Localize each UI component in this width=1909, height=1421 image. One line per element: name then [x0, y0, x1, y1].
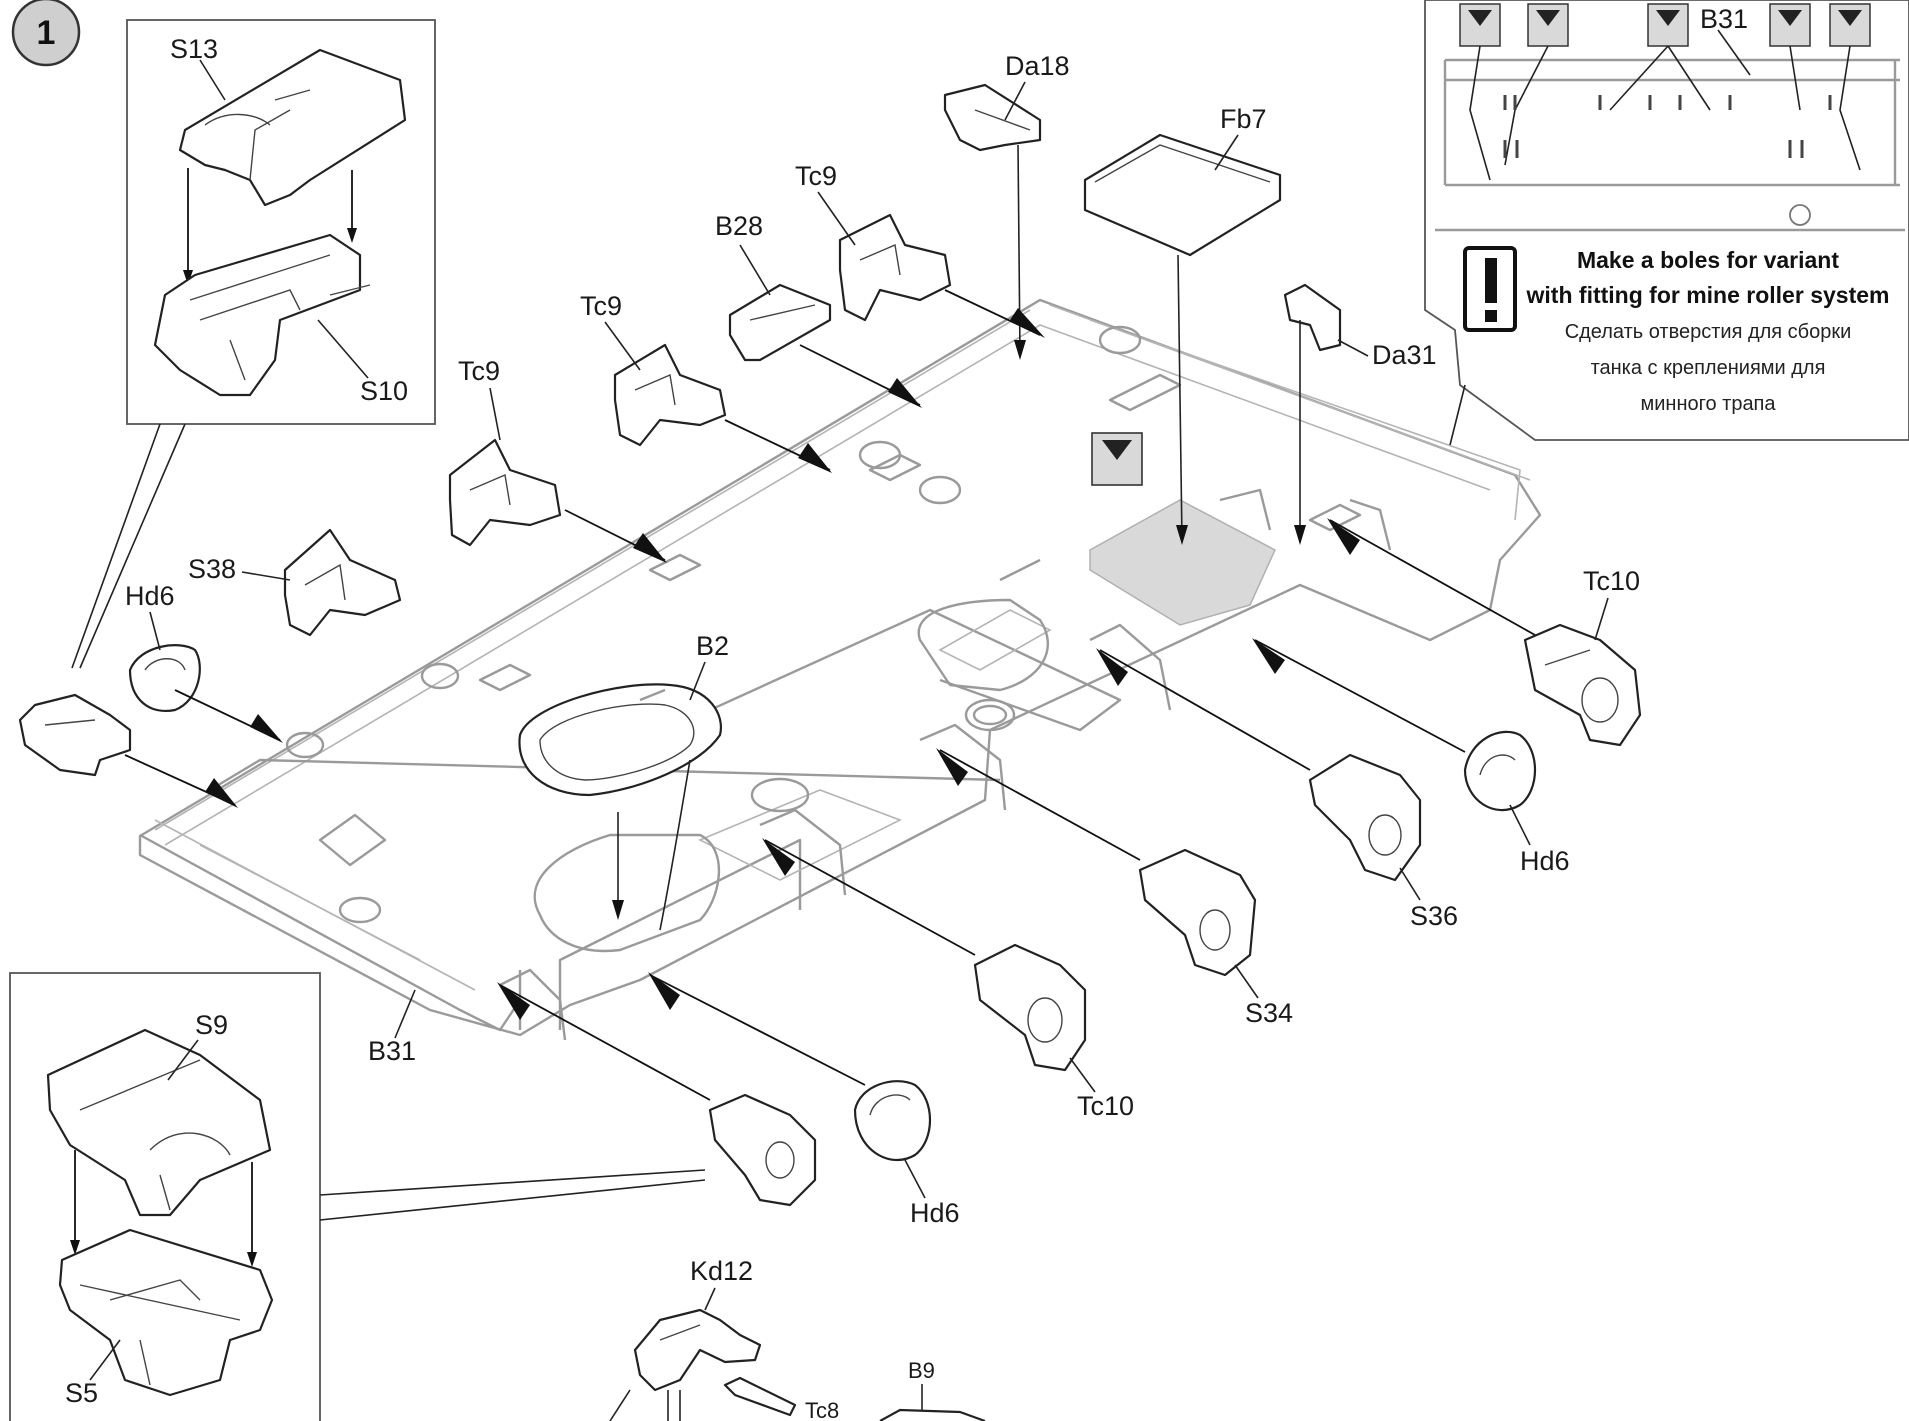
part-hd6-mid: Hd6 — [648, 972, 960, 1228]
part-tc10-mid: Tc10 — [762, 838, 1134, 1121]
note-ru-line2: танка с креплениями для — [1591, 357, 1826, 379]
part-hd6-left: Hd6 — [125, 581, 283, 743]
part-s34: S34 — [936, 748, 1293, 1028]
drill-marker-icon — [1459, 3, 1501, 47]
label-tc8: Tc8 — [805, 1398, 839, 1421]
label-kd12: Kd12 — [690, 1256, 753, 1286]
label-tc10-right: Tc10 — [1583, 566, 1640, 596]
part-b2: B2 — [518, 631, 729, 931]
label-b28: B28 — [715, 211, 763, 241]
note-ru-line3: минного трапа — [1640, 393, 1776, 415]
label-s36: S36 — [1410, 901, 1458, 931]
part-tc8: Tc8 — [723, 1376, 839, 1421]
hull-floor-b31 — [138, 298, 1542, 1041]
part-hd6-right: Hd6 — [1252, 638, 1570, 876]
part-tc9-c: Tc9 — [448, 356, 667, 563]
part-s36: S36 — [1096, 648, 1458, 931]
part-b9: B9 — [879, 1358, 986, 1421]
step-badge: 1 — [11, 0, 81, 67]
part-kd12: Kd12 — [609, 1256, 762, 1421]
inset-top-left: S13 S10 — [71, 19, 436, 669]
exclamation-icon — [1463, 246, 1517, 332]
part-tc9-b: Tc9 — [580, 291, 832, 473]
part-fb7: Fb7 — [1083, 104, 1282, 545]
label-b31-inset: B31 — [1700, 4, 1748, 34]
note-en-line1: Make a boles for variant — [1577, 247, 1839, 273]
drill-marker-icon — [1769, 3, 1811, 47]
label-s38: S38 — [188, 554, 236, 584]
label-hd6-right: Hd6 — [1520, 846, 1570, 876]
label-s13: S13 — [170, 34, 218, 64]
label-tc10-mid: Tc10 — [1077, 1091, 1134, 1121]
label-s9: S9 — [195, 1010, 228, 1040]
inset-bottom-left: S9 S5 — [9, 972, 706, 1421]
part-b28: B28 — [715, 211, 922, 408]
label-b2: B2 — [696, 631, 729, 661]
drill-marker-icon — [1647, 3, 1689, 47]
part-tc10-right: Tc10 — [1327, 518, 1642, 747]
step-number: 1 — [37, 14, 56, 52]
part-da18: Da18 — [943, 51, 1070, 360]
label-s10: S10 — [360, 376, 408, 406]
label-tc9-b: Tc9 — [580, 291, 622, 321]
label-da18: Da18 — [1005, 51, 1070, 81]
label-b31-hull: B31 — [368, 1036, 416, 1066]
part-tc9-a: Tc9 — [795, 161, 1045, 338]
note-ru-line1: Сделать отверстия для сборки — [1565, 321, 1852, 343]
label-b9: B9 — [908, 1358, 935, 1383]
part-s38: S38 — [188, 528, 402, 637]
part-da31: Da31 — [1283, 283, 1437, 545]
drill-marker-icon — [1091, 432, 1143, 486]
inset-top-right: B31 Make a boles for variant with fittin… — [1424, 0, 1909, 446]
label-hd6-mid: Hd6 — [910, 1198, 960, 1228]
label-tc9-c: Tc9 — [458, 356, 500, 386]
label-tc9-a: Tc9 — [795, 161, 837, 191]
part-s10-assembled — [18, 693, 238, 808]
label-fb7: Fb7 — [1220, 104, 1267, 134]
label-da31: Da31 — [1372, 340, 1437, 370]
drill-marker-icon — [1829, 3, 1871, 47]
note-en-line2: with fitting for mine roller system — [1526, 282, 1890, 308]
part-s5-assembled — [497, 982, 817, 1207]
drill-marker-icon — [1527, 3, 1569, 47]
label-s34: S34 — [1245, 998, 1293, 1028]
label-hd6-left: Hd6 — [125, 581, 175, 611]
label-s5: S5 — [65, 1378, 98, 1408]
